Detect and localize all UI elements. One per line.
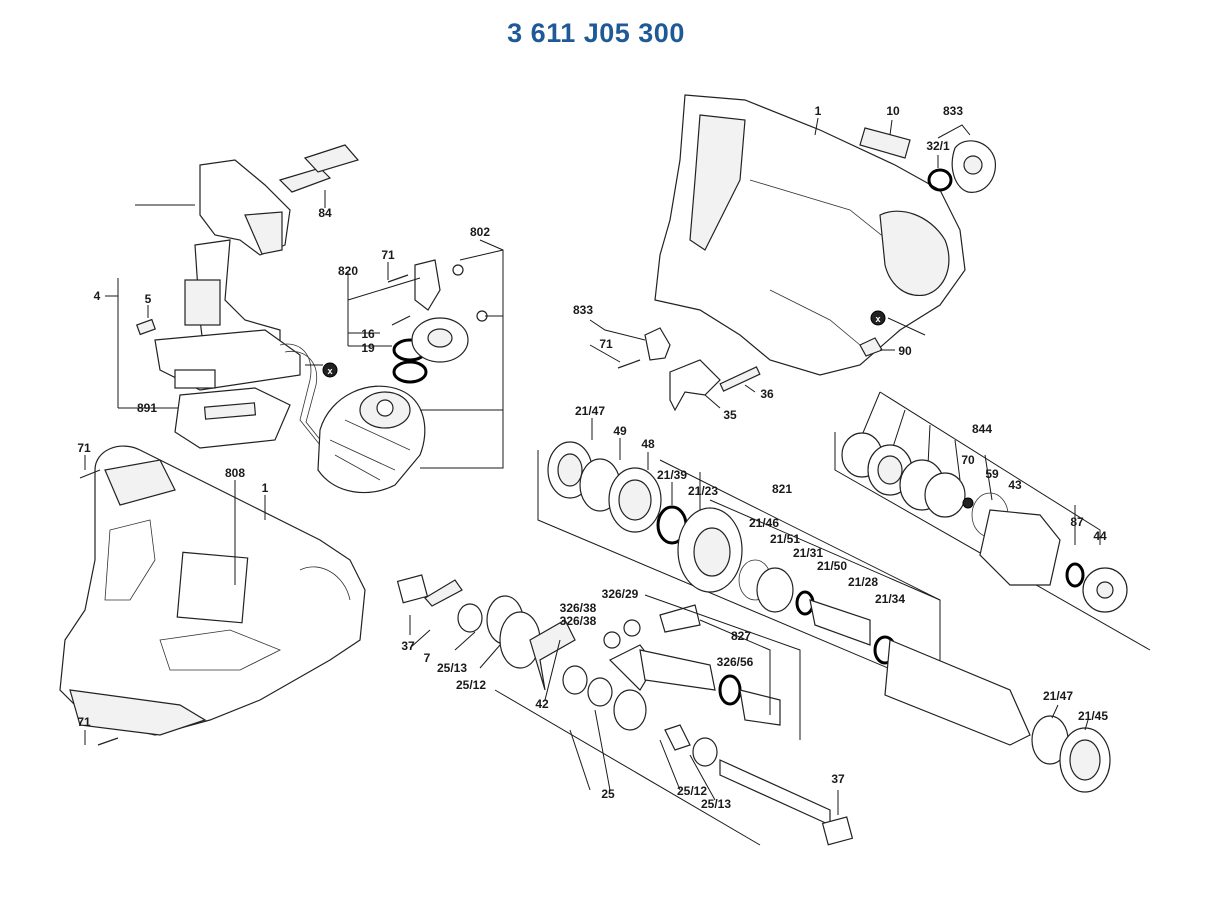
callout-71-b: 71 xyxy=(77,715,91,729)
leaders-motor xyxy=(347,239,504,469)
callout-21-51: 21/51 xyxy=(770,532,800,546)
callout-36: 36 xyxy=(760,387,774,401)
screw-71-motor xyxy=(387,274,411,326)
callout-1-b: 1 xyxy=(815,104,822,118)
callout-25-12-b: 25/12 xyxy=(677,784,707,798)
callout-71-motor: 71 xyxy=(381,248,395,262)
label-plate-10 xyxy=(859,119,911,159)
callout-808: 808 xyxy=(225,466,245,480)
callout-844: 844 xyxy=(972,422,992,436)
callout-44: 44 xyxy=(1093,529,1107,543)
callout-21-31: 21/31 xyxy=(793,546,823,560)
callout-37-a: 37 xyxy=(401,639,415,653)
switch-module xyxy=(135,159,327,448)
callout-1-a: 1 xyxy=(262,481,269,495)
callout-25-13-b: 25/13 xyxy=(701,797,731,811)
callout-19: 19 xyxy=(361,341,375,355)
pin-36 xyxy=(719,366,761,393)
callout-43: 43 xyxy=(1008,478,1022,492)
callout-25-12-a: 25/12 xyxy=(456,678,486,692)
callout-802: 802 xyxy=(470,225,490,239)
callout-21-28: 21/28 xyxy=(848,575,878,589)
callout-326-38-a: 326/38 xyxy=(560,601,597,615)
callout-59: 59 xyxy=(985,467,999,481)
callout-37-b: 37 xyxy=(831,772,845,786)
callout-84: 84 xyxy=(318,206,332,220)
callout-87: 87 xyxy=(1070,515,1084,529)
callout-71-c: 71 xyxy=(599,337,613,351)
motor xyxy=(317,385,426,494)
callout-10: 10 xyxy=(886,104,900,118)
callout-891: 891 xyxy=(137,401,157,415)
screw-5 xyxy=(136,305,156,336)
screw-71-b xyxy=(84,730,119,746)
callout-21-39: 21/39 xyxy=(657,468,687,482)
callout-21-50: 21/50 xyxy=(817,559,847,573)
callout-16: 16 xyxy=(361,327,375,341)
callout-326-56: 326/56 xyxy=(717,655,754,669)
chuck-assembly xyxy=(834,391,1151,651)
callout-21-45: 21/45 xyxy=(1078,709,1108,723)
callout-827: 827 xyxy=(731,629,751,643)
block-833 xyxy=(589,319,671,369)
impact-mechanism xyxy=(396,574,854,846)
callout-21-47-a: 21/47 xyxy=(575,404,605,418)
callout-21-47-b: 21/47 xyxy=(1043,689,1073,703)
callout-326-38-b: 326/38 xyxy=(560,614,597,628)
gear-train xyxy=(537,418,1111,793)
housing-right xyxy=(654,94,966,376)
callout-25-13-a: 25/13 xyxy=(437,661,467,675)
callout-70: 70 xyxy=(961,453,975,467)
x-marker: x xyxy=(305,362,338,378)
callout-833-b: 833 xyxy=(573,303,593,317)
gear-flange-802 xyxy=(411,259,488,363)
screw-71-a xyxy=(79,455,101,479)
leader-1-b xyxy=(814,117,819,136)
callout-32-1: 32/1 xyxy=(926,139,950,153)
callout-326-29: 326/29 xyxy=(602,587,639,601)
callout-42: 42 xyxy=(535,697,549,711)
callout-820: 820 xyxy=(338,264,358,278)
callout-48: 48 xyxy=(641,437,655,451)
callout-25: 25 xyxy=(601,787,615,801)
callout-7: 7 xyxy=(424,651,431,665)
x-circle-icon: x xyxy=(327,366,332,376)
seal-833 xyxy=(927,124,996,193)
lever-35 xyxy=(669,359,721,412)
housing-left xyxy=(59,445,366,736)
callout-21-34: 21/34 xyxy=(875,592,905,606)
callout-35: 35 xyxy=(723,408,737,422)
callout-90: 90 xyxy=(898,344,912,358)
wire-90: x xyxy=(859,310,926,357)
board-891 xyxy=(174,387,291,449)
callout-71-a: 71 xyxy=(77,441,91,455)
callout-833-a: 833 xyxy=(943,104,963,118)
switch-cover xyxy=(278,144,360,208)
callout-4: 4 xyxy=(94,289,101,303)
callout-21-23: 21/23 xyxy=(688,484,718,498)
diagram-title: 3 611 J05 300 xyxy=(507,18,685,48)
callout-821: 821 xyxy=(772,482,792,496)
x-circle-icon: x xyxy=(875,314,880,324)
callout-21-46: 21/46 xyxy=(749,516,779,530)
callout-5: 5 xyxy=(145,292,152,306)
callout-49: 49 xyxy=(613,424,627,438)
